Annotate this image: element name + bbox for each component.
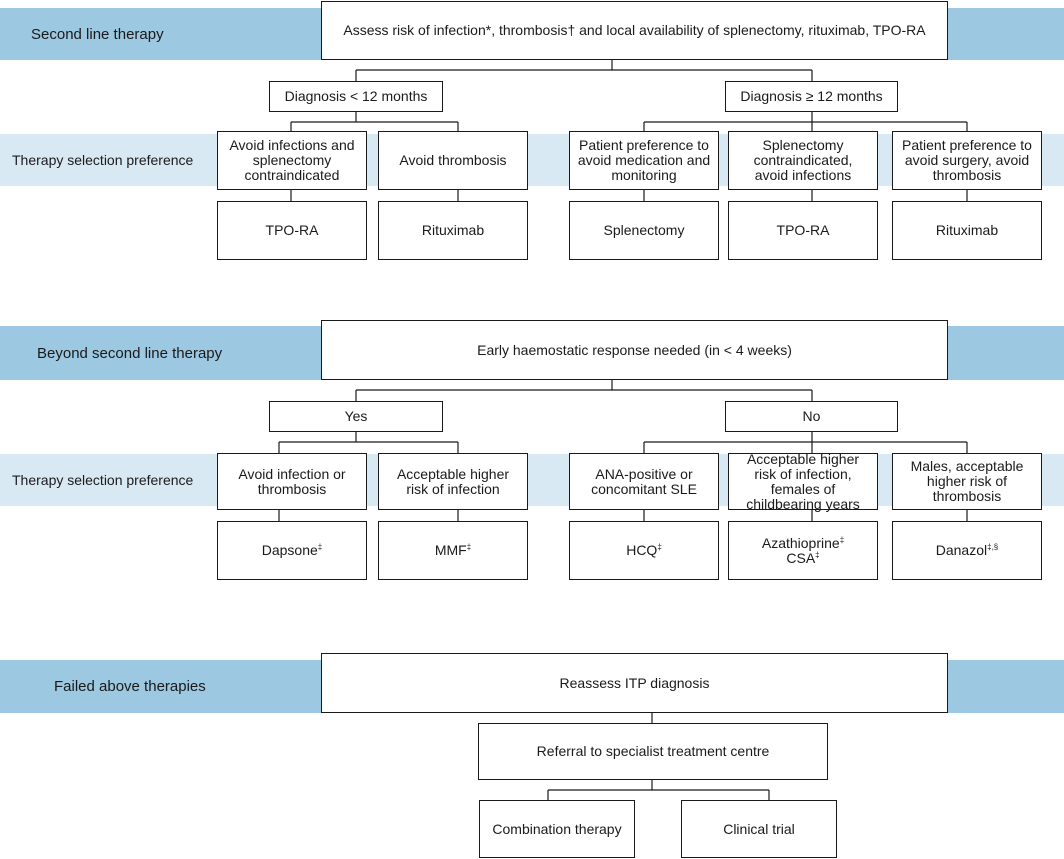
pref-avoid-infections-box: Avoid infections and splenectomy contrai… bbox=[217, 131, 367, 190]
footnote-mark: ‡ bbox=[839, 534, 845, 544]
pref-males-box: Males, acceptable higher risk of thrombo… bbox=[892, 453, 1042, 510]
clinical-trial-box: Clinical trial bbox=[681, 800, 837, 858]
band-pref-1 bbox=[0, 134, 1064, 186]
outcome-mmf-box: MMF‡ bbox=[378, 521, 528, 580]
no-box: No bbox=[725, 401, 898, 432]
diagnosis-under-12-months-box: Diagnosis < 12 months bbox=[269, 81, 443, 112]
mmf-label: MMF bbox=[434, 542, 467, 558]
footnote-mark: ‡ bbox=[317, 542, 323, 552]
reassess-itp-box: Reassess ITP diagnosis bbox=[321, 653, 948, 713]
footnote-mark: ‡ bbox=[815, 549, 820, 559]
outcome-tpo-ra-box: TPO-RA bbox=[217, 201, 367, 260]
pref-splenectomy-contraindicated-box: Splenectomy contraindicated, avoid infec… bbox=[728, 131, 878, 190]
referral-box: Referral to specialist treatment centre bbox=[478, 723, 828, 780]
outcome-rituximab-box: Rituximab bbox=[378, 201, 528, 260]
label-pref-1: Therapy selection preference bbox=[12, 152, 194, 168]
pref-higher-risk-infection-box: Acceptable higher risk of infection bbox=[378, 453, 528, 510]
band-pref-2 bbox=[0, 454, 1064, 506]
danazol-label: Danazol bbox=[935, 542, 988, 558]
yes-box: Yes bbox=[269, 401, 443, 432]
pref-ana-positive-box: ANA-positive or concomitant SLE bbox=[569, 453, 719, 510]
outcome-tpo-ra-box: TPO-RA bbox=[728, 201, 878, 260]
label-failed: Failed above therapies bbox=[54, 678, 206, 695]
pref-childbearing-box: Acceptable higher risk of infection, fem… bbox=[728, 451, 878, 511]
outcome-rituximab-box: Rituximab bbox=[892, 201, 1042, 260]
pref-avoid-medication-box: Patient preference to avoid medication a… bbox=[569, 131, 719, 190]
azathioprine-label: Azathioprine bbox=[761, 534, 840, 551]
combination-therapy-box: Combination therapy bbox=[479, 800, 635, 858]
footnote-mark: ‡ bbox=[657, 542, 662, 552]
label-beyond-second-line: Beyond second line therapy bbox=[37, 344, 223, 362]
csa-label: CSA bbox=[786, 549, 816, 566]
dapsone-label: Dapsone bbox=[261, 542, 318, 558]
label-pref-2: Therapy selection preference bbox=[12, 472, 194, 488]
diagnosis-over-12-months-box: Diagnosis ≥ 12 months bbox=[725, 81, 898, 112]
label-second-line: Second line therapy bbox=[31, 25, 164, 43]
footnote-mark: ‡,§ bbox=[987, 542, 999, 552]
pref-avoid-thrombosis-box: Avoid thrombosis bbox=[378, 131, 528, 190]
early-response-box: Early haemostatic response needed (in < … bbox=[321, 320, 948, 380]
footnote-mark: ‡ bbox=[466, 542, 472, 552]
outcome-azathioprine-csa-box: Azathioprine‡ CSA‡ bbox=[728, 521, 878, 580]
pref-avoid-infection-thrombosis-box: Avoid infection or thrombosis bbox=[217, 453, 367, 510]
outcome-hcq-box: HCQ‡ bbox=[569, 521, 719, 580]
pref-avoid-surgery-box: Patient preference to avoid surgery, avo… bbox=[892, 131, 1042, 190]
outcome-danazol-box: Danazol‡,§ bbox=[892, 521, 1042, 580]
outcome-splenectomy-box: Splenectomy bbox=[569, 201, 719, 260]
assess-risk-box: Assess risk of infection*, thrombosis† a… bbox=[321, 1, 948, 60]
hcq-label: HCQ bbox=[626, 542, 658, 558]
outcome-dapsone-box: Dapsone‡ bbox=[217, 521, 367, 580]
